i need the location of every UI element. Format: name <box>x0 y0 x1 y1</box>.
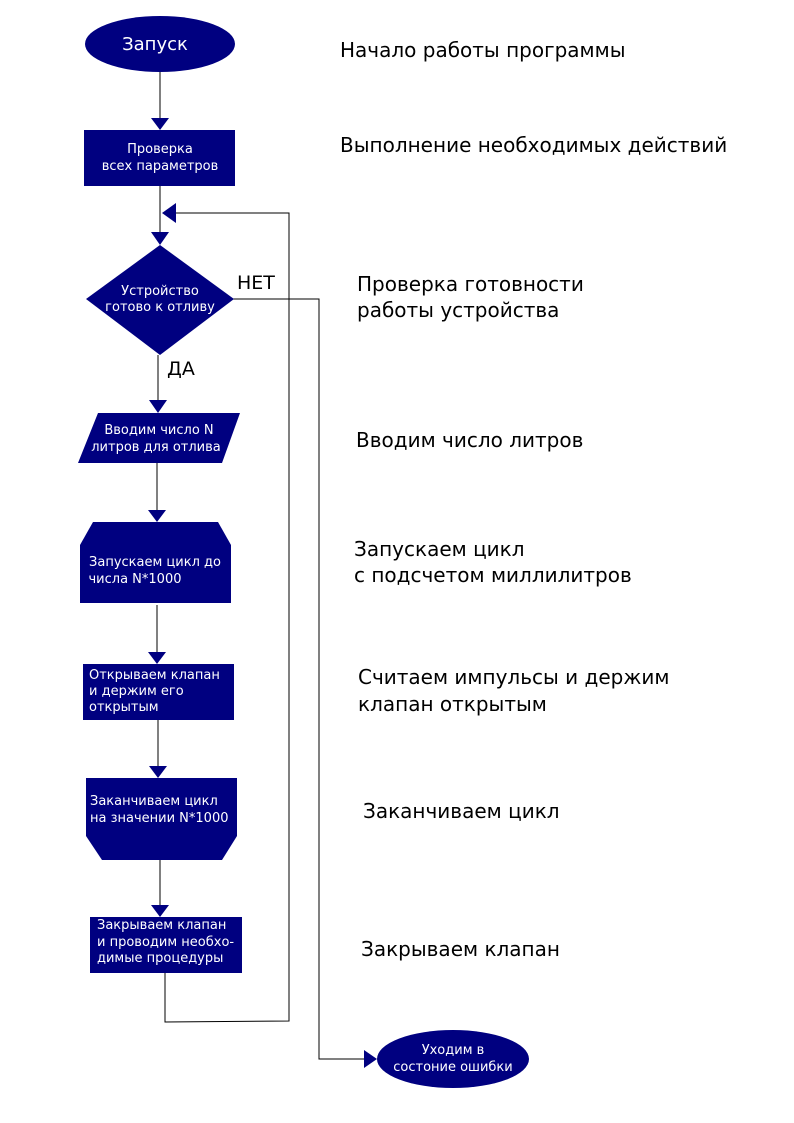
desc-input-liters: Вводим число литров <box>356 428 583 452</box>
check-params-line1: Проверка <box>127 142 193 157</box>
open-valve-process: Открываем клапан и держим его открытым <box>83 664 234 720</box>
input-line1: Вводим число N <box>104 423 213 438</box>
close-valve-process: Закрываем клапан и проводим необхо- димы… <box>90 917 242 973</box>
descriptions: Начало работы программы Выполнение необх… <box>340 38 727 961</box>
connector-no-to-error <box>233 298 364 1060</box>
loop-start-block: Запускаем цикл до числа N*1000 <box>80 522 231 603</box>
loop-start-line2: числа N*1000 <box>89 572 182 587</box>
desc-check-params: Выполнение необходимых действий <box>340 133 727 157</box>
check-params-process: Проверка всех параметров <box>84 130 235 186</box>
decision-line2: готово к отливу <box>105 300 215 315</box>
error-terminator: Уходим в состоние ошибки <box>377 1030 529 1088</box>
error-line1: Уходим в <box>422 1043 485 1058</box>
arrowhead-icon <box>148 510 166 522</box>
connectors <box>156 72 364 1060</box>
close-valve-line3: димые процедуры <box>97 951 223 966</box>
desc-open-valve-line1: Считаем импульсы и держим <box>358 665 669 689</box>
close-valve-line2: и проводим необхо- <box>97 935 234 950</box>
connector-loopback <box>164 212 290 1023</box>
open-valve-line2: и держим его <box>89 684 184 699</box>
decision-line1: Устройство <box>121 284 199 299</box>
loop-end-line2: на значении N*1000 <box>90 811 229 826</box>
error-line2: состоние ошибки <box>393 1060 512 1075</box>
arrowhead-icon <box>151 232 169 245</box>
arrowhead-icon <box>149 766 167 778</box>
yes-branch-label: ДА <box>167 358 195 380</box>
loop-end-block: Заканчиваем цикл на значении N*1000 <box>86 778 237 860</box>
desc-open-valve-line2: клапан открытым <box>358 692 547 716</box>
arrowhead-icon <box>149 400 167 413</box>
desc-loop-start-line2: с подсчетом миллилитров <box>354 563 632 587</box>
check-params-line2: всех параметров <box>102 159 219 174</box>
open-valve-line3: открытым <box>89 700 159 715</box>
arrowheads <box>148 118 377 1068</box>
desc-loop-start-line1: Запускаем цикл <box>354 537 525 561</box>
loop-end-line1: Заканчиваем цикл <box>90 794 218 809</box>
input-liters-data: Вводим число N литров для отлива <box>78 413 240 463</box>
desc-close-valve: Закрываем клапан <box>361 937 560 961</box>
input-line2: литров для отлива <box>91 440 221 455</box>
desc-decision-line2: работы устройства <box>357 298 559 322</box>
loop-start-line1: Запускаем цикл до <box>89 555 221 570</box>
desc-start: Начало работы программы <box>340 38 626 62</box>
no-branch-label: НЕТ <box>237 272 275 294</box>
desc-decision-line1: Проверка готовности <box>357 272 584 296</box>
arrowhead-icon <box>162 203 176 223</box>
arrowhead-icon <box>151 905 169 917</box>
ready-decision: Устройство готово к отливу <box>86 245 234 355</box>
arrowhead-icon <box>151 118 169 130</box>
start-label: Запуск <box>122 34 188 55</box>
start-terminator: Запуск <box>85 16 235 72</box>
desc-loop-end: Заканчиваем цикл <box>363 799 560 823</box>
arrowhead-icon <box>148 652 166 664</box>
close-valve-line1: Закрываем клапан <box>97 918 226 933</box>
arrowhead-icon <box>364 1050 377 1068</box>
open-valve-line1: Открываем клапан <box>89 668 220 683</box>
